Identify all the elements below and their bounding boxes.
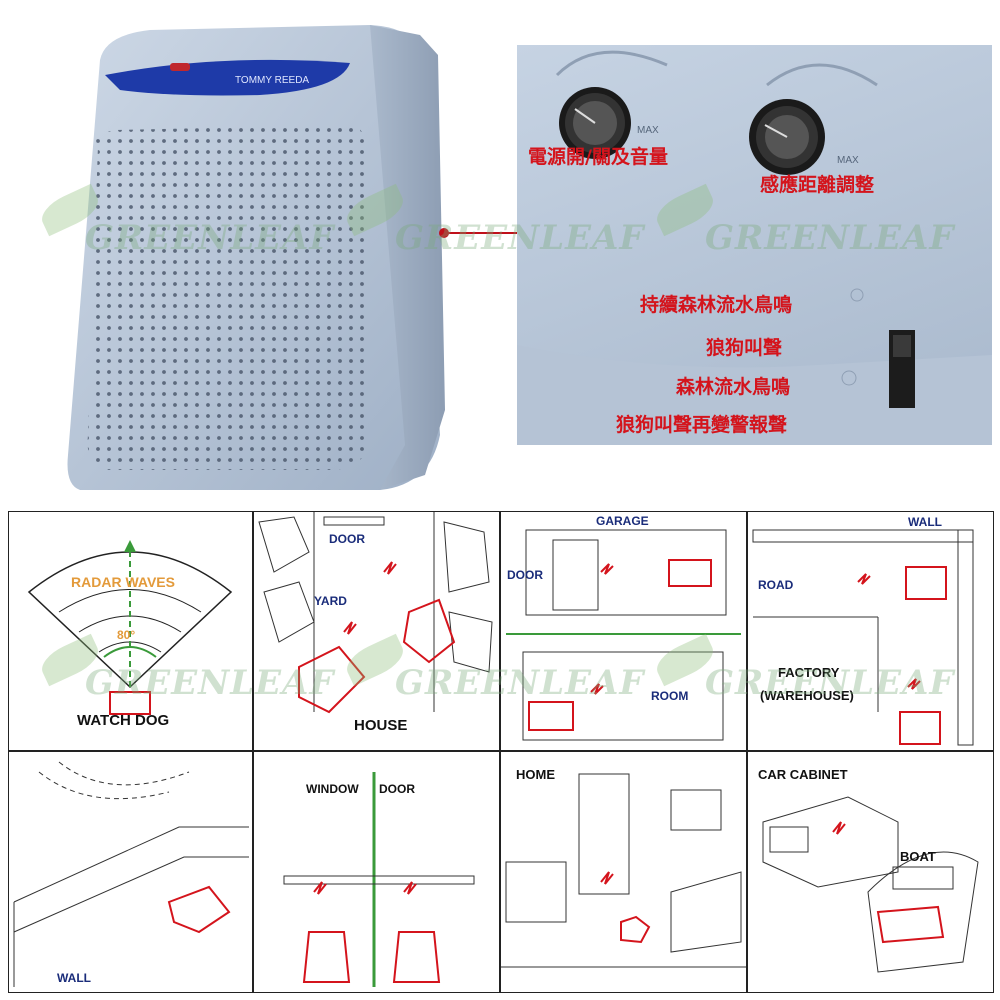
- scene-watch-dog: RADAR WAVES 80° WATCH DOG: [8, 511, 253, 751]
- boat-title: BOAT: [900, 849, 936, 864]
- window-label: WINDOW: [306, 782, 359, 796]
- device-photo: TOMMY REEDA: [60, 15, 460, 495]
- scene-factory: WALL ROAD FACTORY (WAREHOUSE): [747, 511, 994, 751]
- watch-dog-title: WATCH DOG: [77, 712, 170, 729]
- factory-title-1: FACTORY: [778, 665, 840, 680]
- max-label-1: MAX: [637, 125, 659, 136]
- closeup-panel: MAX MAX: [517, 45, 992, 445]
- scene-home: HOME: [500, 751, 747, 993]
- callout-mode-1: 持續森林流水鳥鳴: [640, 294, 793, 316]
- callout-mode-2: 狼狗叫聲: [706, 337, 783, 359]
- watermark-4: GREENLEAF: [85, 663, 335, 703]
- factory-road-label: ROAD: [758, 578, 794, 592]
- pointer-line: [447, 232, 517, 234]
- callout-mode-4: 狼狗叫聲再變警報聲: [616, 414, 788, 436]
- callout-mode-3: 森林流水鳥鳴: [676, 376, 791, 398]
- callout-power-volume: 電源開/關及音量: [528, 146, 668, 168]
- scene-wall: WALL: [8, 751, 253, 993]
- car-cabinet-title: CAR CABINET: [758, 767, 848, 782]
- house-title: HOUSE: [354, 717, 408, 734]
- max-label-2: MAX: [837, 155, 859, 166]
- house-yard-label: YARD: [314, 594, 347, 608]
- watermark-1: GREENLEAF: [85, 218, 335, 258]
- device-brand-label: TOMMY REEDA: [235, 75, 309, 86]
- garage-door-label: DOOR: [507, 568, 543, 582]
- wall-title: WALL: [57, 971, 91, 985]
- scene-car-boat: CAR CABINET BOAT: [747, 751, 994, 993]
- pointer-dot: [439, 228, 449, 238]
- watermark-5: GREENLEAF: [395, 663, 645, 703]
- scene-garage: GARAGE DOOR ROOM: [500, 511, 747, 751]
- garage-title: GARAGE: [596, 514, 649, 528]
- watermark-3: GREENLEAF: [705, 218, 955, 258]
- factory-wall-label: WALL: [908, 515, 942, 529]
- watermark-2: GREENLEAF: [395, 218, 645, 258]
- home-title: HOME: [516, 767, 555, 782]
- scene-house: DOOR YARD HOUSE: [253, 511, 500, 751]
- sensing-distance-knob: [749, 99, 825, 175]
- garage-room-label: ROOM: [651, 689, 689, 703]
- angle-label: 80°: [117, 628, 136, 642]
- callout-sensing-distance: 感應距離調整: [760, 174, 875, 196]
- scene-window-door: WINDOW DOOR: [253, 751, 500, 993]
- factory-title-2: (WAREHOUSE): [760, 688, 854, 703]
- power-volume-knob: [559, 87, 631, 159]
- door-label: DOOR: [379, 782, 415, 796]
- watermark-6: GREENLEAF: [705, 663, 955, 703]
- house-door-label: DOOR: [329, 532, 365, 546]
- radar-waves-label: RADAR WAVES: [71, 574, 175, 590]
